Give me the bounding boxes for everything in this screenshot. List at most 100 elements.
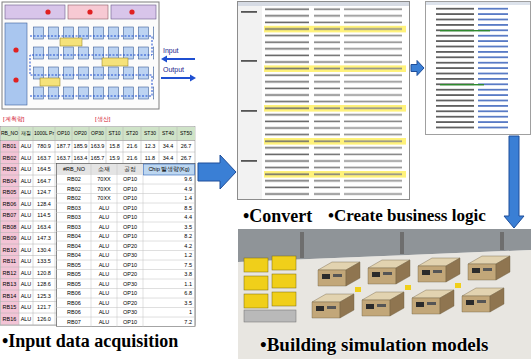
- table-header: ST30: [141, 127, 159, 140]
- table-cell: RB04: [57, 251, 91, 261]
- table-cell: OP10: [117, 261, 143, 271]
- factory-layout: [111, 5, 156, 19]
- table-cell: 185.9: [72, 141, 89, 153]
- convert-panel: •Convert: [237, 0, 410, 201]
- plan-table: [55, 127, 56, 325]
- table-cell: 21.6: [123, 141, 141, 153]
- table-cell: OP20: [117, 299, 143, 309]
- table-cell: ALU: [19, 302, 33, 314]
- table-cell: 8.2: [143, 232, 195, 242]
- table-cell: 130.4: [33, 245, 55, 257]
- simulation-scene: [300, 232, 304, 258]
- io-arrows: [161, 56, 196, 82]
- table-header: ST50: [177, 127, 195, 140]
- table-cell: 3.5: [143, 299, 195, 309]
- factory-layout: [45, 9, 50, 14]
- table-cell: ALU: [19, 222, 33, 234]
- converter-sheet: [241, 11, 257, 13]
- table-cell: ALU: [19, 291, 33, 303]
- table-cell: ALU: [19, 210, 33, 222]
- io-label: Output: [163, 65, 197, 74]
- table-cell: 163.7: [55, 153, 72, 165]
- table-cell: RB12: [0, 268, 19, 280]
- factory-layout: [60, 38, 82, 46]
- table-header: ST20: [123, 127, 141, 140]
- chip-table: [57, 164, 196, 327]
- stage-caption: •Create business logic: [328, 206, 486, 226]
- plan-table: [33, 127, 34, 325]
- table-cell: 70XX: [91, 175, 117, 185]
- machines: [312, 256, 510, 318]
- factory-layout: [5, 23, 27, 105]
- plan-table: [72, 127, 73, 164]
- table-cell: 21.6: [123, 153, 141, 165]
- table-cell: 34.4: [159, 153, 177, 165]
- io-label: Input: [163, 46, 197, 55]
- table-cell: RB04: [57, 242, 91, 252]
- table-cell: OP30: [117, 280, 143, 290]
- table-cell: RB05: [57, 270, 91, 280]
- table-header: 1000L Pr: [33, 127, 55, 140]
- table-cell: 133.5: [33, 256, 55, 268]
- factory-layout: [102, 58, 128, 66]
- table-cell: OP30: [117, 251, 143, 261]
- plan-table: [177, 127, 178, 164]
- table-note: [계획량]: [3, 114, 47, 125]
- plan-table: [89, 127, 90, 164]
- machines: [412, 290, 454, 314]
- yellow-racks: [244, 256, 296, 322]
- table-cell: RB06: [57, 289, 91, 299]
- table-cell: 121.7: [33, 302, 55, 314]
- table-cell: RB07: [0, 210, 19, 222]
- table-header: OP20: [72, 127, 89, 140]
- table-cell: 125.3: [33, 291, 55, 303]
- table-cell: ALU: [91, 251, 117, 261]
- table-cell: ALU: [19, 199, 33, 211]
- chip-table: [91, 164, 143, 327]
- table-cell: RB09: [0, 233, 19, 245]
- table-cell: ALU: [19, 256, 33, 268]
- table-cell: ALU: [19, 153, 33, 165]
- machines: [318, 262, 360, 286]
- flow-arrow: [411, 61, 424, 76]
- table-cell: 124.7: [33, 187, 55, 199]
- table-header: ST40: [159, 127, 177, 140]
- table-cell: RB04: [0, 176, 19, 188]
- table-cell: ALU: [19, 164, 33, 176]
- converter-sheet: [238, 2, 410, 200]
- table-cell: ALU: [91, 261, 117, 271]
- table-header: #RB_NO: [57, 164, 91, 175]
- table-cell: 187.7: [55, 141, 72, 153]
- table-cell: ALU: [91, 289, 117, 299]
- table-cell: 163.4: [72, 153, 89, 165]
- converter-sheet: [241, 160, 257, 162]
- factory-layout: [40, 78, 60, 86]
- table-cell: ALU: [91, 299, 117, 309]
- table-cell: 70XX: [91, 185, 117, 195]
- stage-caption: •Building simulation models: [260, 334, 488, 356]
- table-cell: RB02: [57, 185, 91, 195]
- io-arrows: [166, 58, 195, 60]
- io-arrows: [161, 77, 190, 79]
- table-cell: ALU: [91, 223, 117, 233]
- factory-layout: [30, 36, 152, 96]
- table-cell: OP10: [117, 213, 143, 223]
- table-cell: RB02: [0, 153, 19, 165]
- table-cell: OP10: [117, 223, 143, 233]
- table-cell: RB01: [0, 141, 19, 153]
- table-cell: RB07: [57, 318, 91, 328]
- machines: [368, 260, 410, 284]
- table-cell: ALU: [19, 268, 33, 280]
- table-cell: 163.9: [89, 141, 106, 153]
- yellow-racks: [244, 310, 296, 322]
- plan-table: [1, 127, 195, 140]
- table-cell: RB05: [57, 280, 91, 290]
- factory-layout: [129, 9, 134, 14]
- stage-caption: •Input data acquisition: [2, 331, 178, 352]
- table-header: Chip 발생량(Kg): [143, 164, 195, 175]
- table-cell: ALU: [91, 204, 117, 214]
- table-header: OP30: [89, 127, 106, 140]
- table-cell: OP10: [117, 194, 143, 204]
